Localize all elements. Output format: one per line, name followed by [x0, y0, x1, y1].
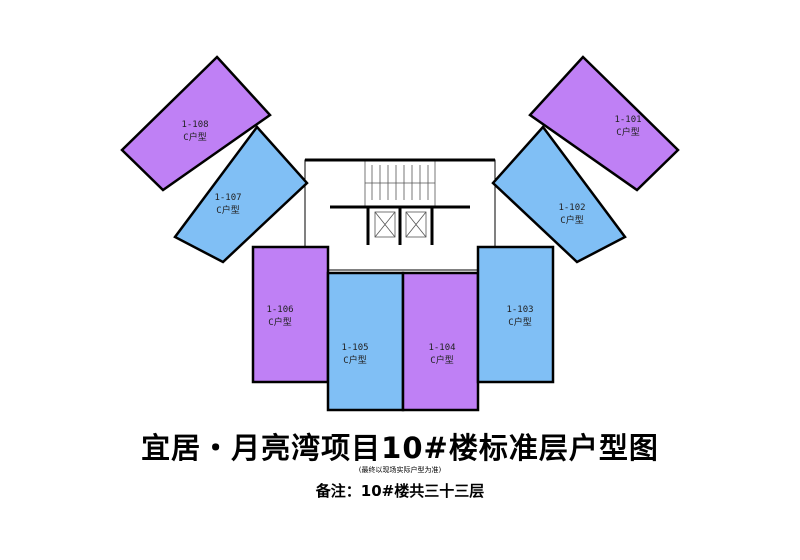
unit-type: C户型 — [343, 354, 366, 366]
unit-area — [173, 125, 309, 264]
unit-number: 1-104 — [428, 343, 455, 353]
unit-number: 1-107 — [214, 193, 241, 203]
page-title: 宜居・月亮湾项目10#楼标准层户型图 — [141, 431, 659, 465]
elevator — [374, 211, 396, 238]
subtitle: (最终以现场实际户型为准) — [358, 466, 442, 474]
unit-type: C户型 — [430, 354, 453, 366]
note: 备注：10#楼共三十三层 — [315, 482, 485, 500]
unit-number: 1-101 — [614, 115, 641, 125]
unit-number: 1-106 — [266, 305, 293, 315]
unit-area — [528, 55, 680, 192]
unit-type: C户型 — [183, 131, 206, 143]
unit-number: 1-105 — [341, 343, 368, 353]
unit-type: C户型 — [560, 214, 583, 226]
unit-type: C户型 — [216, 204, 239, 216]
elevator — [405, 211, 427, 238]
unit-type: C户型 — [268, 316, 291, 328]
unit-area — [491, 125, 627, 264]
unit-number: 1-103 — [506, 305, 533, 315]
core-area — [304, 158, 496, 411]
unit-area — [120, 55, 272, 192]
unit-type: C户型 — [616, 126, 639, 138]
unit-area — [326, 271, 405, 412]
unit-area — [401, 271, 480, 412]
unit-type: C户型 — [508, 316, 531, 328]
unit-number: 1-108 — [181, 120, 208, 130]
unit-number: 1-102 — [558, 203, 585, 213]
unit-area — [476, 245, 555, 384]
